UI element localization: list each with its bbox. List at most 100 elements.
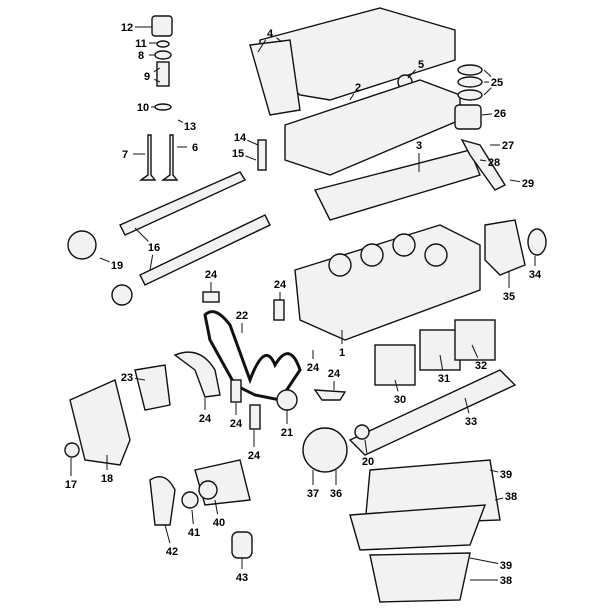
callout-number: 24	[248, 450, 261, 462]
callout-17: 17	[65, 458, 77, 491]
leader-line	[149, 254, 154, 271]
callout-number: 35	[503, 291, 515, 303]
leader-line	[153, 67, 161, 73]
callout-24: 24	[230, 403, 243, 430]
valve-spring	[156, 61, 170, 87]
leader-line	[245, 155, 257, 161]
callout-10: 10	[137, 102, 155, 114]
callout-28: 28	[479, 157, 500, 169]
leader-line	[164, 524, 171, 544]
engine-block	[294, 224, 481, 341]
callout-34: 34	[529, 256, 542, 281]
rear-cover	[484, 219, 526, 276]
callout-33: 33	[464, 397, 477, 428]
camshaft	[119, 171, 247, 236]
leader-line	[349, 93, 355, 101]
cylinder-bore	[328, 253, 352, 277]
callout-39: 39	[489, 469, 512, 481]
callout-number: 31	[438, 373, 450, 385]
callout-7: 7	[122, 149, 145, 161]
callout-number: 16	[148, 242, 160, 254]
callout-25: 25	[483, 69, 503, 96]
spring-seat	[154, 103, 172, 111]
chain-tensioner	[202, 291, 220, 303]
camshaft	[139, 214, 271, 286]
callout-19: 19	[99, 257, 123, 272]
callout-43: 43	[236, 558, 248, 584]
callout-number: 39	[500, 560, 512, 572]
callout-number: 32	[475, 360, 487, 372]
callout-27: 27	[490, 140, 514, 152]
oil-pump-chain	[149, 476, 176, 526]
crank-gear	[354, 424, 370, 440]
chain-guide-rail	[230, 379, 242, 403]
callout-number: 24	[230, 418, 243, 430]
callout-38: 38	[494, 491, 517, 503]
leader-line	[394, 379, 399, 392]
cylinder-bore	[392, 233, 416, 257]
cylinder-bore	[424, 243, 448, 267]
callout-number: 20	[362, 456, 374, 468]
callout-38: 38	[470, 575, 512, 587]
leader-line	[134, 377, 146, 381]
oil-pump-gear	[198, 480, 218, 500]
callout-number: 18	[101, 473, 113, 485]
callout-24: 24	[307, 350, 320, 374]
callout-number: 33	[465, 416, 477, 428]
hydraulic-lifter	[257, 139, 267, 171]
leader-line	[494, 497, 504, 501]
callout-24: 24	[274, 279, 287, 300]
callout-number: 23	[121, 372, 133, 384]
head-gasket	[313, 149, 481, 221]
rear-seal	[527, 228, 547, 256]
harmonic-balancer	[302, 427, 348, 473]
water-outlet	[134, 364, 171, 411]
chain-guide	[173, 351, 221, 398]
callout-36: 36	[330, 470, 342, 500]
oil-pan-lower	[369, 552, 471, 603]
callout-number: 21	[281, 427, 293, 439]
callout-number: 6	[192, 142, 198, 154]
front-seal	[64, 442, 80, 458]
callout-24: 24	[328, 368, 341, 390]
leader-line	[364, 439, 368, 454]
callout-number: 13	[184, 121, 196, 133]
callout-number: 14	[234, 132, 247, 144]
leader-line	[191, 509, 194, 525]
valve-cover-gasket	[249, 39, 301, 116]
callout-41: 41	[188, 509, 200, 539]
cam-sprocket	[67, 230, 97, 260]
callout-42: 42	[164, 524, 178, 558]
callout-4: 4	[257, 28, 283, 53]
oil-pan-gasket	[349, 504, 487, 551]
callout-13: 13	[177, 119, 196, 133]
leader-line	[469, 557, 499, 564]
callout-number: 24	[199, 413, 212, 425]
leader-line	[509, 179, 521, 183]
leader-line	[464, 397, 470, 414]
callout-number: 5	[418, 59, 424, 71]
callout-number: 22	[236, 310, 248, 322]
callout-number: 9	[144, 71, 150, 83]
connecting-rod	[460, 138, 507, 191]
crank-sprocket	[276, 389, 298, 411]
callout-1: 1	[339, 330, 345, 359]
leader-line	[99, 257, 110, 263]
oil-pump-rotor	[181, 491, 199, 509]
lifter-bucket	[151, 15, 173, 37]
callout-number: 42	[166, 546, 178, 558]
exhaust-valve	[160, 134, 179, 181]
callout-number: 8	[138, 50, 144, 62]
crankshaft	[348, 369, 517, 456]
callout-number: 19	[111, 260, 123, 272]
leader-line	[154, 78, 161, 83]
piston-ring	[457, 76, 483, 88]
callout-number: 10	[137, 102, 149, 114]
callout-8: 8	[138, 50, 155, 62]
chain-guide-rail	[313, 389, 347, 401]
bearing-set	[454, 319, 496, 361]
callout-number: 39	[500, 469, 512, 481]
callout-31: 31	[438, 354, 450, 385]
